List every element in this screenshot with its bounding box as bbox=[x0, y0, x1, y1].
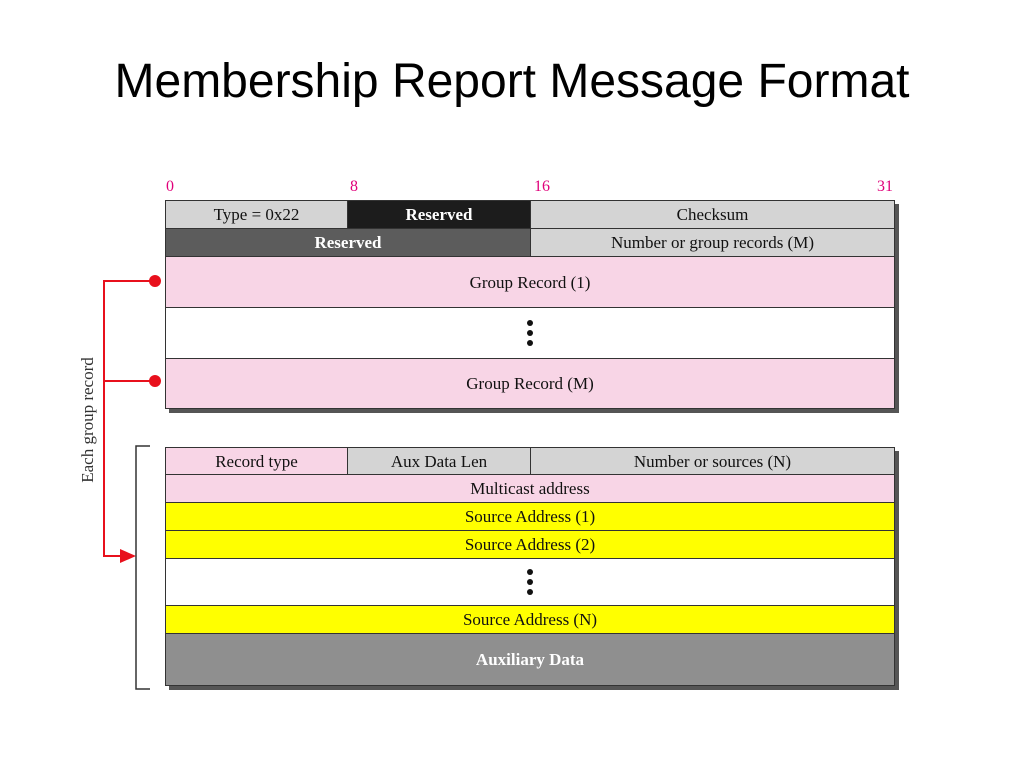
group-record-last: Group Record (M) bbox=[165, 358, 895, 409]
ellipsis-dot bbox=[527, 330, 533, 336]
multicast-address-field: Multicast address bbox=[165, 474, 895, 503]
multicast-address-label: Multicast address bbox=[470, 479, 590, 498]
reserved-top-field: Reserved bbox=[347, 200, 531, 229]
auxiliary-data-label: Auxiliary Data bbox=[475, 650, 585, 669]
reserved-bottom-label: Reserved bbox=[314, 233, 382, 252]
group-record-first: Group Record (1) bbox=[165, 256, 895, 308]
source-address-2-label: Source Address (2) bbox=[464, 535, 596, 554]
type-field-label: Type = 0x22 bbox=[213, 205, 300, 224]
source-address-1-label: Source Address (1) bbox=[464, 507, 596, 526]
group-record-first-label: Group Record (1) bbox=[469, 272, 591, 292]
page-title: Membership Report Message Format bbox=[114, 55, 910, 108]
num-group-records-label: Number or group records (M) bbox=[611, 233, 814, 252]
bit-position-8: 8 bbox=[350, 178, 358, 195]
bit-position-31: 31 bbox=[877, 178, 893, 195]
record-type-label: Record type bbox=[215, 451, 298, 471]
num-sources-field: Number or sources (N) bbox=[530, 447, 895, 475]
bit-position-16: 16 bbox=[534, 178, 550, 195]
group-record-last-label: Group Record (M) bbox=[466, 374, 594, 393]
ellipsis-dot bbox=[527, 320, 533, 326]
group-record-connector bbox=[103, 280, 155, 557]
aux-data-len-label: Aux Data Len bbox=[390, 451, 488, 471]
ellipsis-dot bbox=[527, 579, 533, 585]
checksum-label: Checksum bbox=[676, 205, 749, 224]
bit-position-0: 0 bbox=[166, 178, 174, 195]
auxiliary-data-field: Auxiliary Data bbox=[165, 633, 895, 686]
reserved-top-label: Reserved bbox=[405, 205, 473, 224]
num-sources-label: Number or sources (N) bbox=[633, 451, 792, 471]
record-bracket bbox=[135, 445, 150, 690]
connector-line-main bbox=[103, 280, 155, 557]
ellipsis-dot bbox=[527, 589, 533, 595]
each-group-record-label: Each group record bbox=[78, 357, 97, 483]
source-address-n-label: Source Address (N) bbox=[462, 610, 598, 629]
connector-dot-last bbox=[149, 375, 161, 387]
ellipsis-dot bbox=[527, 340, 533, 346]
connector-dot-first bbox=[149, 275, 161, 287]
ellipsis-dot bbox=[527, 569, 533, 575]
ellipsis-group-records bbox=[165, 307, 895, 359]
source-address-2-field: Source Address (2) bbox=[165, 530, 895, 559]
source-address-n-field: Source Address (N) bbox=[165, 605, 895, 634]
checksum-field: Checksum bbox=[530, 200, 895, 229]
connector-arrowhead bbox=[120, 549, 136, 563]
reserved-bottom-field: Reserved bbox=[165, 228, 531, 257]
